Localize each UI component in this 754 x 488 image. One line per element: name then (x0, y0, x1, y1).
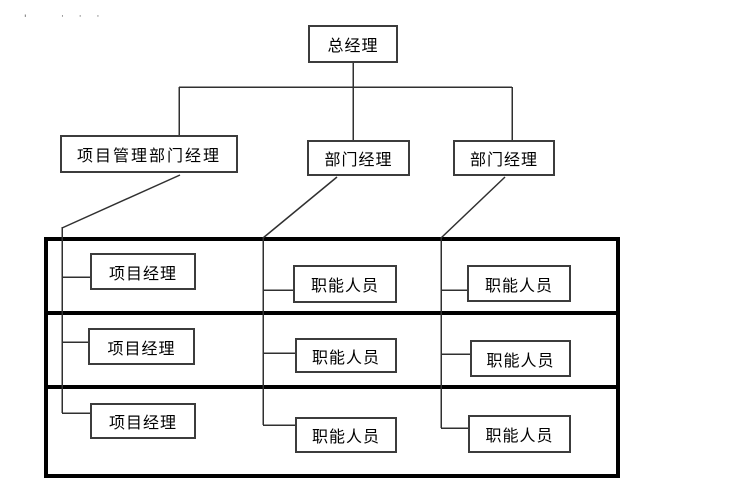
node-project-manager-row2: 项目经理 (88, 328, 195, 365)
diagonal-middle (262, 176, 338, 239)
node-label: 项目经理 (108, 413, 177, 432)
node-label: 总经理 (327, 36, 379, 55)
node-label: 部门经理 (469, 150, 538, 169)
stray-dot-marks: · · · (61, 12, 106, 22)
node-label: 项目管理部门经理 (76, 146, 221, 165)
node-label: 职能人员 (484, 275, 553, 295)
node-functional-staff-row3-mid: 职能人员 (295, 417, 397, 453)
node-dept-manager-1: 部门经理 (307, 140, 410, 176)
node-label: 职能人员 (310, 276, 379, 295)
matrix-row-band-3 (44, 385, 620, 478)
node-project-mgmt-dept-manager: 项目管理部门经理 (60, 135, 238, 173)
diagonal-right (440, 176, 506, 239)
node-functional-staff-row3-right: 职能人员 (468, 415, 571, 453)
node-functional-staff-row2-mid: 职能人员 (295, 338, 397, 373)
node-project-manager-row1: 项目经理 (90, 253, 196, 290)
node-functional-staff-row1-mid: 职能人员 (293, 265, 397, 303)
stray-tick-mark: ' (24, 14, 27, 24)
node-project-manager-row3: 项目经理 (90, 403, 196, 439)
node-label: 职能人员 (311, 347, 380, 367)
node-label: 职能人员 (485, 426, 554, 445)
node-label: 部门经理 (324, 150, 393, 169)
node-label: 职能人员 (486, 350, 555, 370)
node-label: 职能人员 (311, 427, 380, 446)
node-functional-staff-row1-right: 职能人员 (467, 265, 571, 302)
node-label: 项目经理 (108, 263, 177, 283)
stray-marks: ' · · · (0, 10, 140, 26)
diagonal-left (61, 174, 181, 229)
node-general-manager: 总经理 (308, 25, 398, 63)
node-label: 项目经理 (107, 338, 176, 358)
node-functional-staff-row2-right: 职能人员 (470, 340, 571, 377)
node-dept-manager-2: 部门经理 (453, 140, 555, 176)
